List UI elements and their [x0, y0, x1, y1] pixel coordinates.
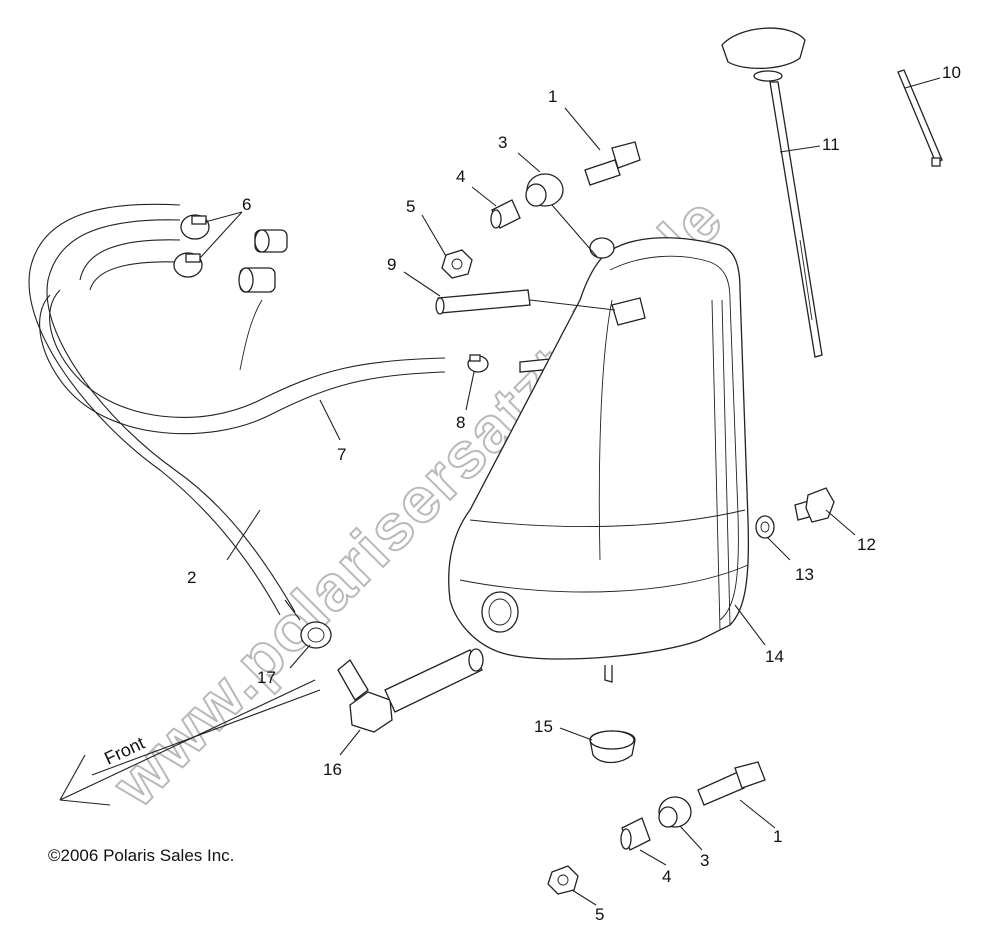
callout-numbers: 1 3 4 5 6 9 10 11 8 7 12 13 2 14 17 15 1… [187, 63, 961, 924]
nut-5-bottom [547, 865, 579, 895]
callout-14: 14 [765, 647, 784, 666]
callout-3-top: 3 [498, 133, 507, 152]
nut-5-top [441, 249, 473, 279]
callout-16: 16 [323, 760, 342, 779]
callout-13: 13 [795, 565, 814, 584]
grommet-3-top [525, 173, 564, 207]
callout-4-bottom: 4 [662, 867, 671, 886]
tie-strap-10 [897, 69, 943, 167]
copyright-notice: ©2006 Polaris Sales Inc. [48, 846, 234, 865]
callout-15: 15 [534, 717, 553, 736]
bolt-1-bottom [697, 761, 766, 806]
callout-7: 7 [337, 445, 346, 464]
spacer-4-top [490, 199, 521, 229]
callout-5-top: 5 [406, 197, 415, 216]
callout-4-top: 4 [456, 167, 465, 186]
hose-assembly [28, 203, 446, 621]
washer-13 [755, 515, 775, 539]
callout-8: 8 [456, 413, 465, 432]
tube-9 [435, 289, 531, 315]
callout-5-bottom: 5 [595, 905, 604, 924]
callout-10: 10 [942, 63, 961, 82]
leader-lines [199, 77, 941, 906]
callout-1-top: 1 [548, 87, 557, 106]
callout-12: 12 [857, 535, 876, 554]
grommet-3-bottom [658, 796, 692, 828]
elbow-fitting-16 [337, 648, 484, 733]
hose-plugs [238, 229, 288, 371]
callout-6: 6 [242, 195, 251, 214]
clamp-8 [467, 354, 489, 373]
oil-tank [448, 237, 750, 683]
callout-2: 2 [187, 568, 196, 587]
hose-clamps [173, 214, 210, 278]
callout-1-bottom: 1 [773, 827, 782, 846]
spacer-4-bottom [620, 817, 651, 851]
dipstick-11 [721, 27, 823, 358]
bolt-1-top [584, 141, 641, 186]
callout-9: 9 [387, 255, 396, 274]
callout-17: 17 [257, 668, 276, 687]
fitting-12 [794, 487, 835, 523]
plug-15 [589, 730, 636, 764]
callout-3-bottom: 3 [700, 851, 709, 870]
front-arrow: Front [59, 679, 321, 806]
callout-11: 11 [822, 135, 840, 154]
clamp-17 [300, 621, 332, 649]
